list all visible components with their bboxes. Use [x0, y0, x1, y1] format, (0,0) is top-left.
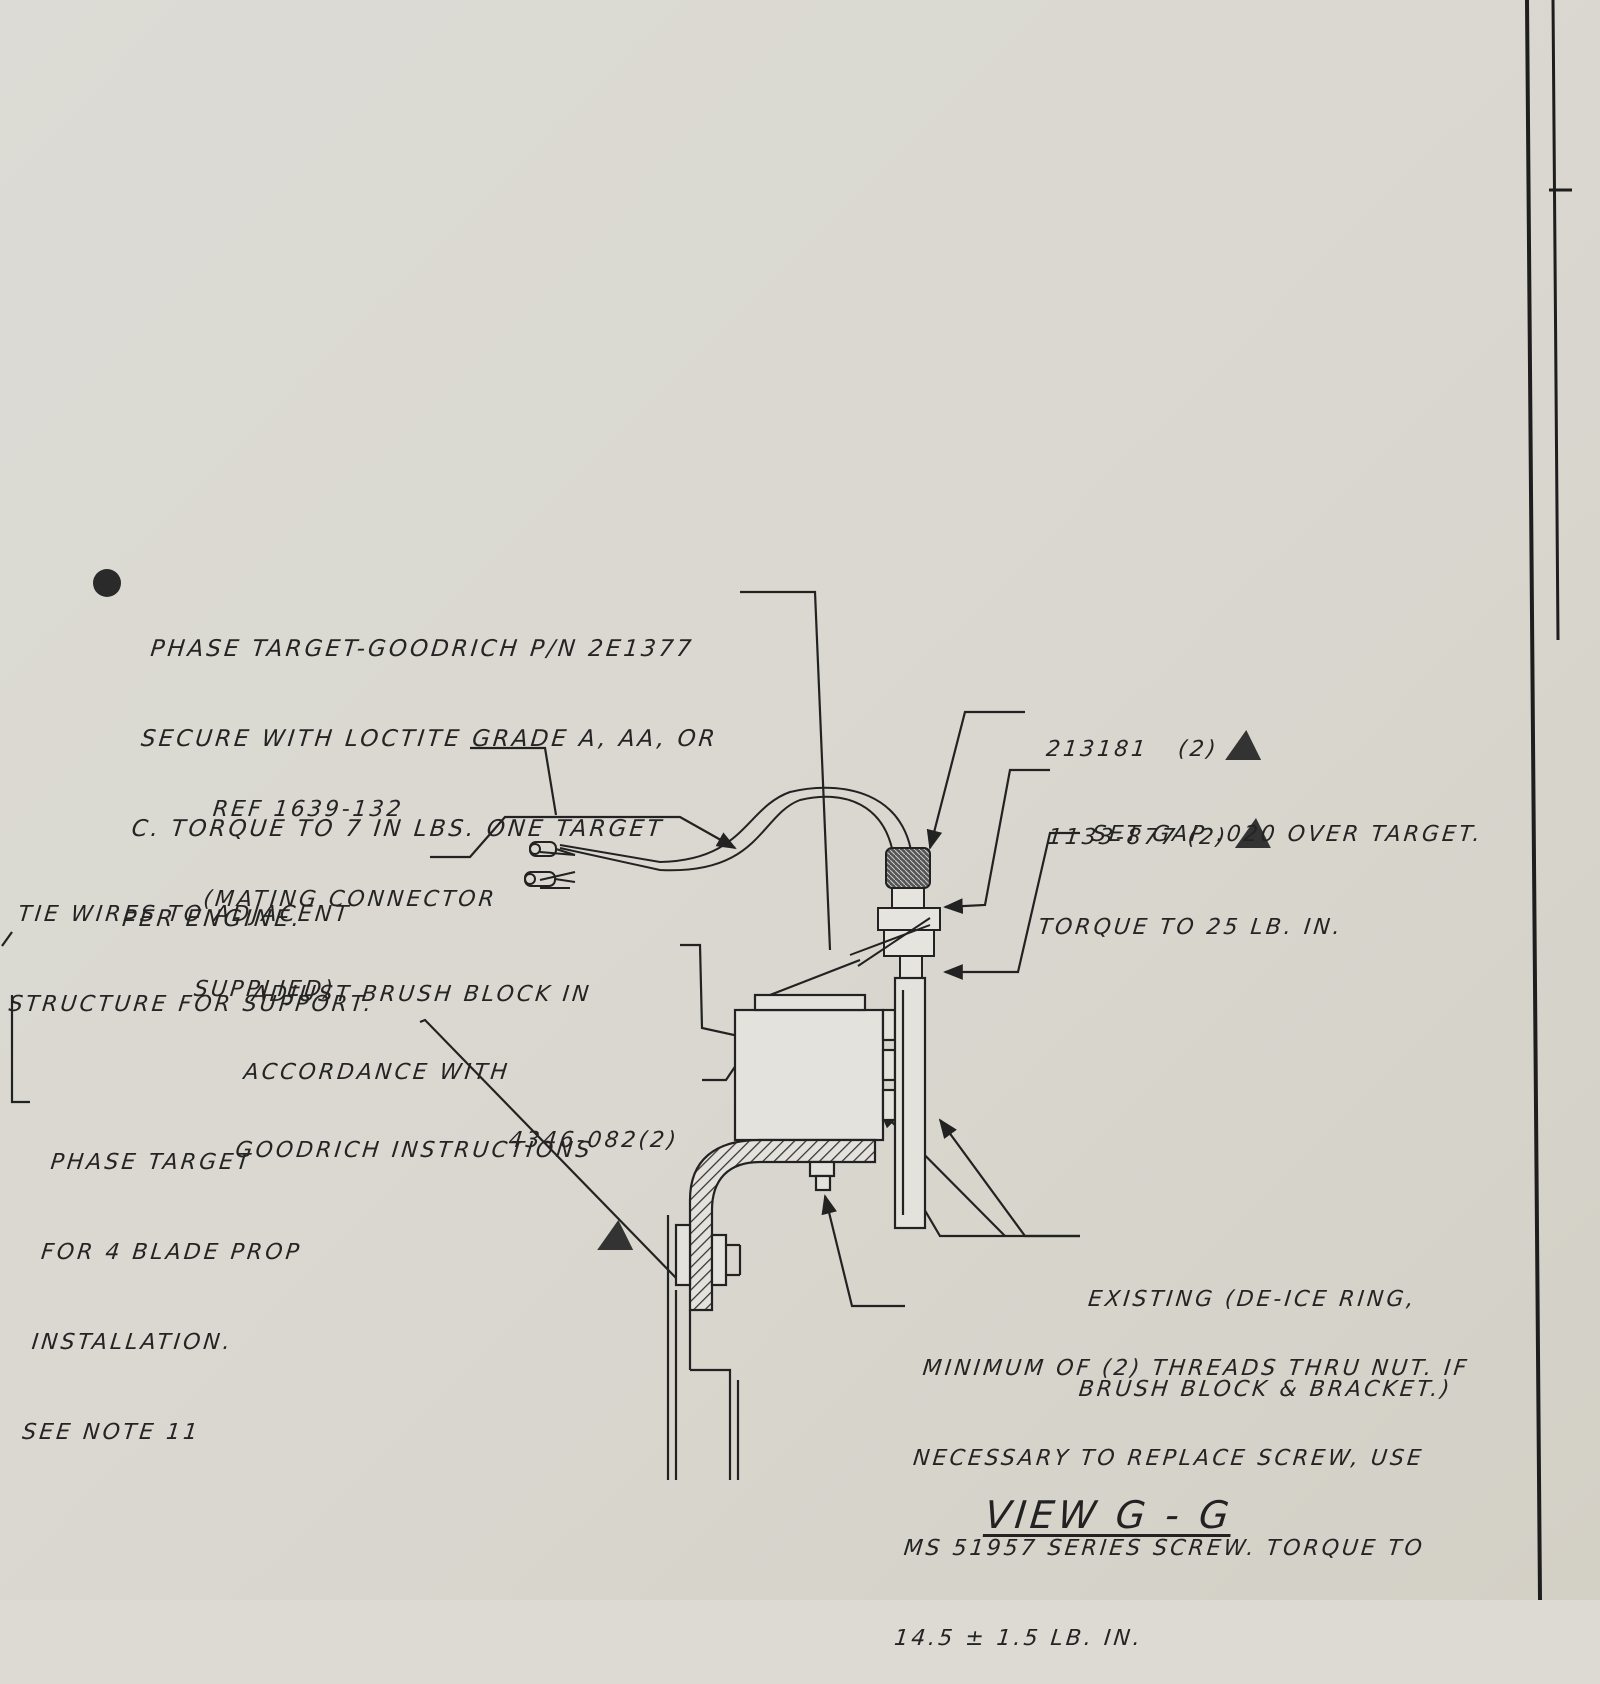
note-min-threads-line-2: NECESSARY TO REPLACE SCREW, USE	[911, 1446, 1426, 1471]
revision-triangle-icon	[597, 1220, 637, 1250]
callout-torque-25: TORQUE TO 25 LB. IN.	[1037, 915, 1345, 940]
sensor-connector	[849, 847, 941, 979]
assembly-drawing	[1, 0, 1572, 1600]
view-title: VIEW G - G	[982, 1493, 1235, 1537]
note-min-threads: MINIMUM OF (2) THREADS THRU NUT. IF NECE…	[890, 1294, 1478, 1684]
note-phase-target-4-blade: PHASE TARGET FOR 4 BLADE PROP INSTALLATI…	[18, 1088, 320, 1478]
callout-213181: 213181 (2)	[1025, 700, 1268, 765]
bracket	[674, 1138, 877, 1312]
note-ref-connector-line-1: REF 1639-132	[211, 797, 406, 822]
note-4-blade-line-3: INSTALLATION.	[30, 1330, 235, 1355]
note-bullet	[93, 569, 121, 597]
sheet-border	[1525, 0, 1572, 1600]
callout-1133-877: 1133-877 (2) TORQUE TO 25 LB. IN.	[1034, 758, 1361, 973]
brush-block	[733, 958, 927, 1230]
note-tie-wires-line-1: TIE WIRES TO ADJACENT	[16, 902, 353, 927]
callout-4346-082-text: 4346-082(2)	[507, 1128, 681, 1153]
note-adjust-brush-line-1: ADJUST BRUSH BLOCK IN	[250, 982, 593, 1007]
prop-structure	[666, 1215, 740, 1480]
note-min-threads-line-4: 14.5 ± 1.5 LB. IN.	[892, 1626, 1145, 1651]
note-4-blade-line-1: PHASE TARGET	[49, 1150, 254, 1175]
callout-set-gap: SET GAP .020 OVER TARGET.	[1090, 822, 1485, 847]
note-4-blade-line-2: FOR 4 BLADE PROP	[39, 1240, 304, 1265]
cable-harness	[524, 786, 914, 889]
note-4-blade-line-4: SEE NOTE 11	[20, 1420, 202, 1445]
callout-4346-082: 4346-082(2)	[493, 1066, 686, 1285]
note-min-threads-line-1: MINIMUM OF (2) THREADS THRU NUT. IF	[921, 1356, 1471, 1381]
note-min-threads-line-3: MS 51957 SERIES SCREW. TORQUE TO	[902, 1536, 1427, 1561]
note-phase-target-line-1: PHASE TARGET-GOODRICH P/N 2E1377	[149, 636, 696, 662]
revision-triangle-icon	[1225, 730, 1265, 760]
